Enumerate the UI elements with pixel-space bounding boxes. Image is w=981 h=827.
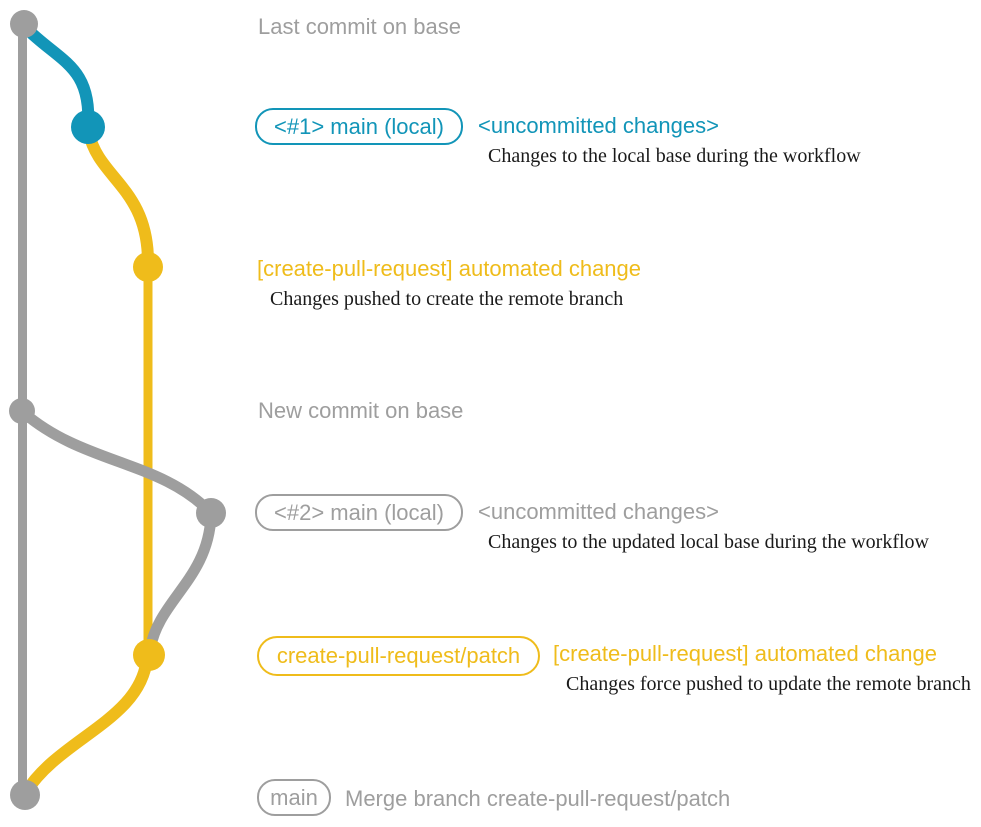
uncommitted-changes-2-desc: Changes to the updated local base during…	[488, 531, 929, 553]
commit-node-automated-change-1	[133, 252, 163, 282]
branch-badge-local-main-1: <#1> main (local)	[255, 108, 463, 145]
commit-node-new-base	[9, 398, 35, 424]
branch-badge-local-main-2: <#2> main (local)	[255, 494, 463, 531]
patch-branch-create-curve	[83, 131, 154, 263]
automated-change-2-title: [create-pull-request] automated change	[553, 641, 938, 666]
branch-badge-main: main	[257, 779, 331, 816]
commit-node-merge	[10, 780, 40, 810]
local-main-2-to-patch-curve	[144, 515, 217, 652]
branch-badge-local-main-2-label: <#2> main (local)	[274, 499, 444, 525]
branch-badge-main-label: main	[270, 784, 318, 810]
merge-branch-label: Merge branch create-pull-request/patch	[345, 786, 731, 811]
local-main-2-branch-curve	[20, 408, 215, 517]
branch-badge-local-main-1-label: <#1> main (local)	[274, 113, 444, 139]
patch-branch-merge-curve	[20, 657, 153, 796]
new-commit-on-base-label: New commit on base	[258, 398, 464, 423]
git-graph	[9, 10, 226, 810]
uncommitted-changes-2-title: <uncommitted changes>	[478, 499, 719, 524]
commit-node-local-main-2	[196, 498, 226, 528]
uncommitted-changes-1-title: <uncommitted changes>	[478, 113, 719, 138]
automated-change-1-title: [create-pull-request] automated change	[257, 256, 642, 281]
branch-badge-patch: create-pull-request/patch	[257, 636, 540, 676]
uncommitted-changes-1-desc: Changes to the local base during the wor…	[488, 145, 861, 167]
local-main-1-branch-curve	[21, 23, 95, 128]
commit-node-last-base	[10, 10, 38, 38]
automated-change-2-desc: Changes force pushed to update the remot…	[566, 673, 971, 695]
commit-node-local-main-1	[71, 110, 105, 144]
branch-badge-patch-label: create-pull-request/patch	[276, 643, 521, 668]
last-commit-on-base-label: Last commit on base	[258, 14, 461, 39]
commit-node-automated-change-2	[133, 639, 165, 671]
automated-change-1-desc: Changes pushed to create the remote bran…	[270, 288, 624, 310]
